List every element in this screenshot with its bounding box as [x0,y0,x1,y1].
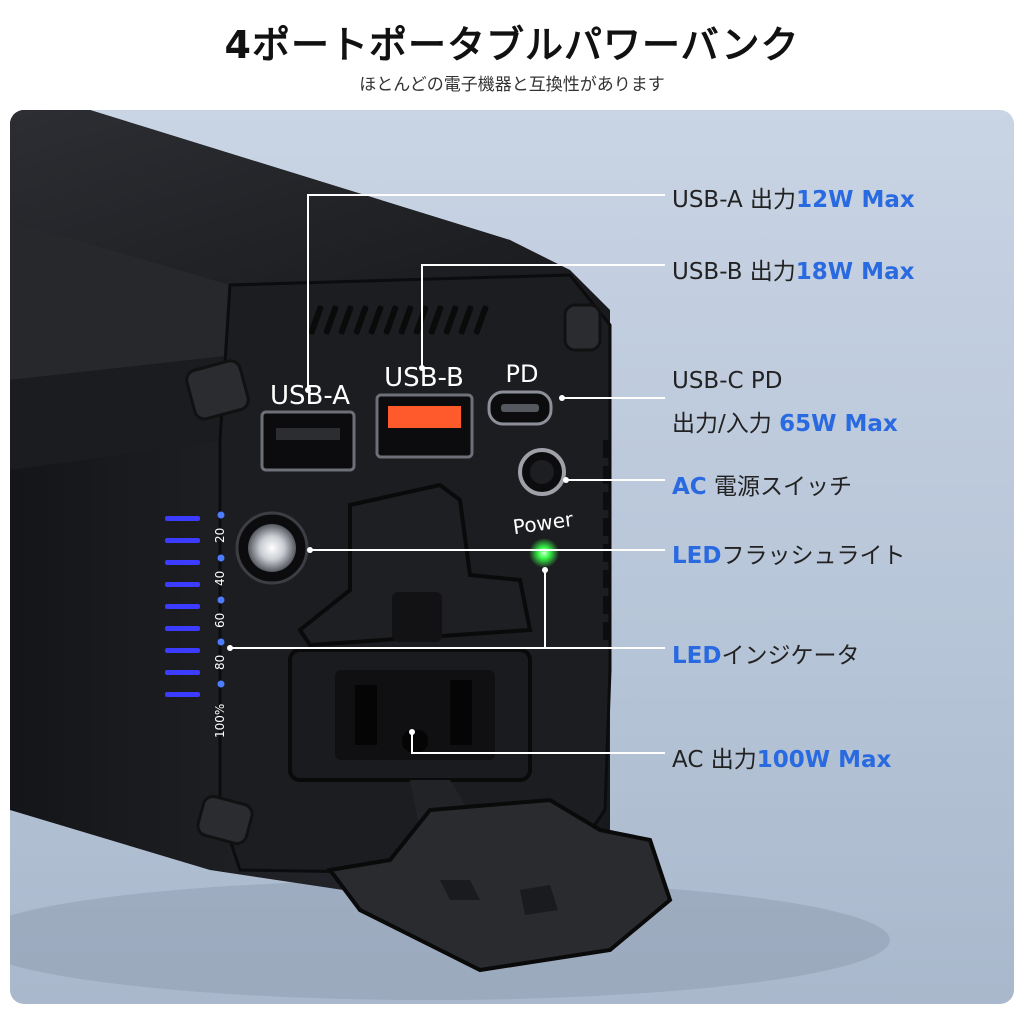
callout-usb-a-power: 12W Max [796,187,915,213]
protective-cover [326,797,673,973]
battery-tick-80: 80 [213,655,227,670]
ac-socket-housing [297,482,533,648]
callout-lines [230,194,665,754]
power-led-green [529,538,559,568]
corner-bumper [185,359,250,421]
device-chamfer [10,220,280,380]
callout-led-indicator-text: インジケータ [721,643,860,669]
callout-usb-b-text: USB-B 出力 [672,259,796,285]
callout-ac-switch: AC 電源スイッチ [672,467,852,501]
corner-bumper [196,794,254,846]
battery-led-dots [217,511,225,688]
callout-usb-a: USB-A 出力12W Max [672,180,915,214]
callout-ac-switch-highlight: AC [672,474,707,500]
callout-ac-out-power: 100W Max [756,747,892,773]
callout-usb-b: USB-B 出力18W Max [672,252,914,286]
callout-usb-b-power: 18W Max [795,259,915,285]
battery-tick-20: 20 [213,528,227,543]
battery-tick-40: 40 [213,571,227,586]
page-subtitle: ほとんどの電子機器と互換性があります [359,75,665,95]
side-vent-leds [165,516,200,697]
usb-a-device-label: USB-A [270,381,350,411]
callout-ac-out-text: AC 出力 [672,747,757,773]
device-top [10,110,570,285]
battery-tick-60: 60 [213,613,227,628]
callout-led-indicator: LEDインジケータ [672,636,859,670]
callout-usb-c: 出力/入力 65W Max [672,404,898,438]
power-bank-illustration: USB-A USB-B PD Power 20 40 60 80 100% [10,110,890,1000]
callout-usb-c-line1: USB-C PD [672,368,783,394]
product-panel: USB-A USB-B PD Power 20 40 60 80 100% [10,110,1014,1004]
callout-usb-c-text: 出力/入力 [672,411,772,437]
callout-led-flash: LEDフラッシュライト [672,536,905,570]
pd-device-label: PD [506,360,539,388]
right-side-vents [603,440,609,640]
callout-ac-out: AC 出力100W Max [672,740,891,774]
battery-tick-100: 100% [213,704,227,738]
callout-usb-a-text: USB-A 出力 [672,187,797,213]
corner-bumper [563,303,602,352]
usb-a-port [260,410,356,472]
callout-led-flash-highlight: LED [672,543,722,569]
callout-usb-c-power: 65W Max [779,411,898,437]
callout-led-flash-text: フラッシュライト [721,543,906,569]
page-title: 4ポートポータブルパワーバンク [224,23,800,67]
callout-ac-switch-text: 電源スイッチ [714,474,852,500]
callout-led-indicator-highlight: LED [672,643,722,669]
